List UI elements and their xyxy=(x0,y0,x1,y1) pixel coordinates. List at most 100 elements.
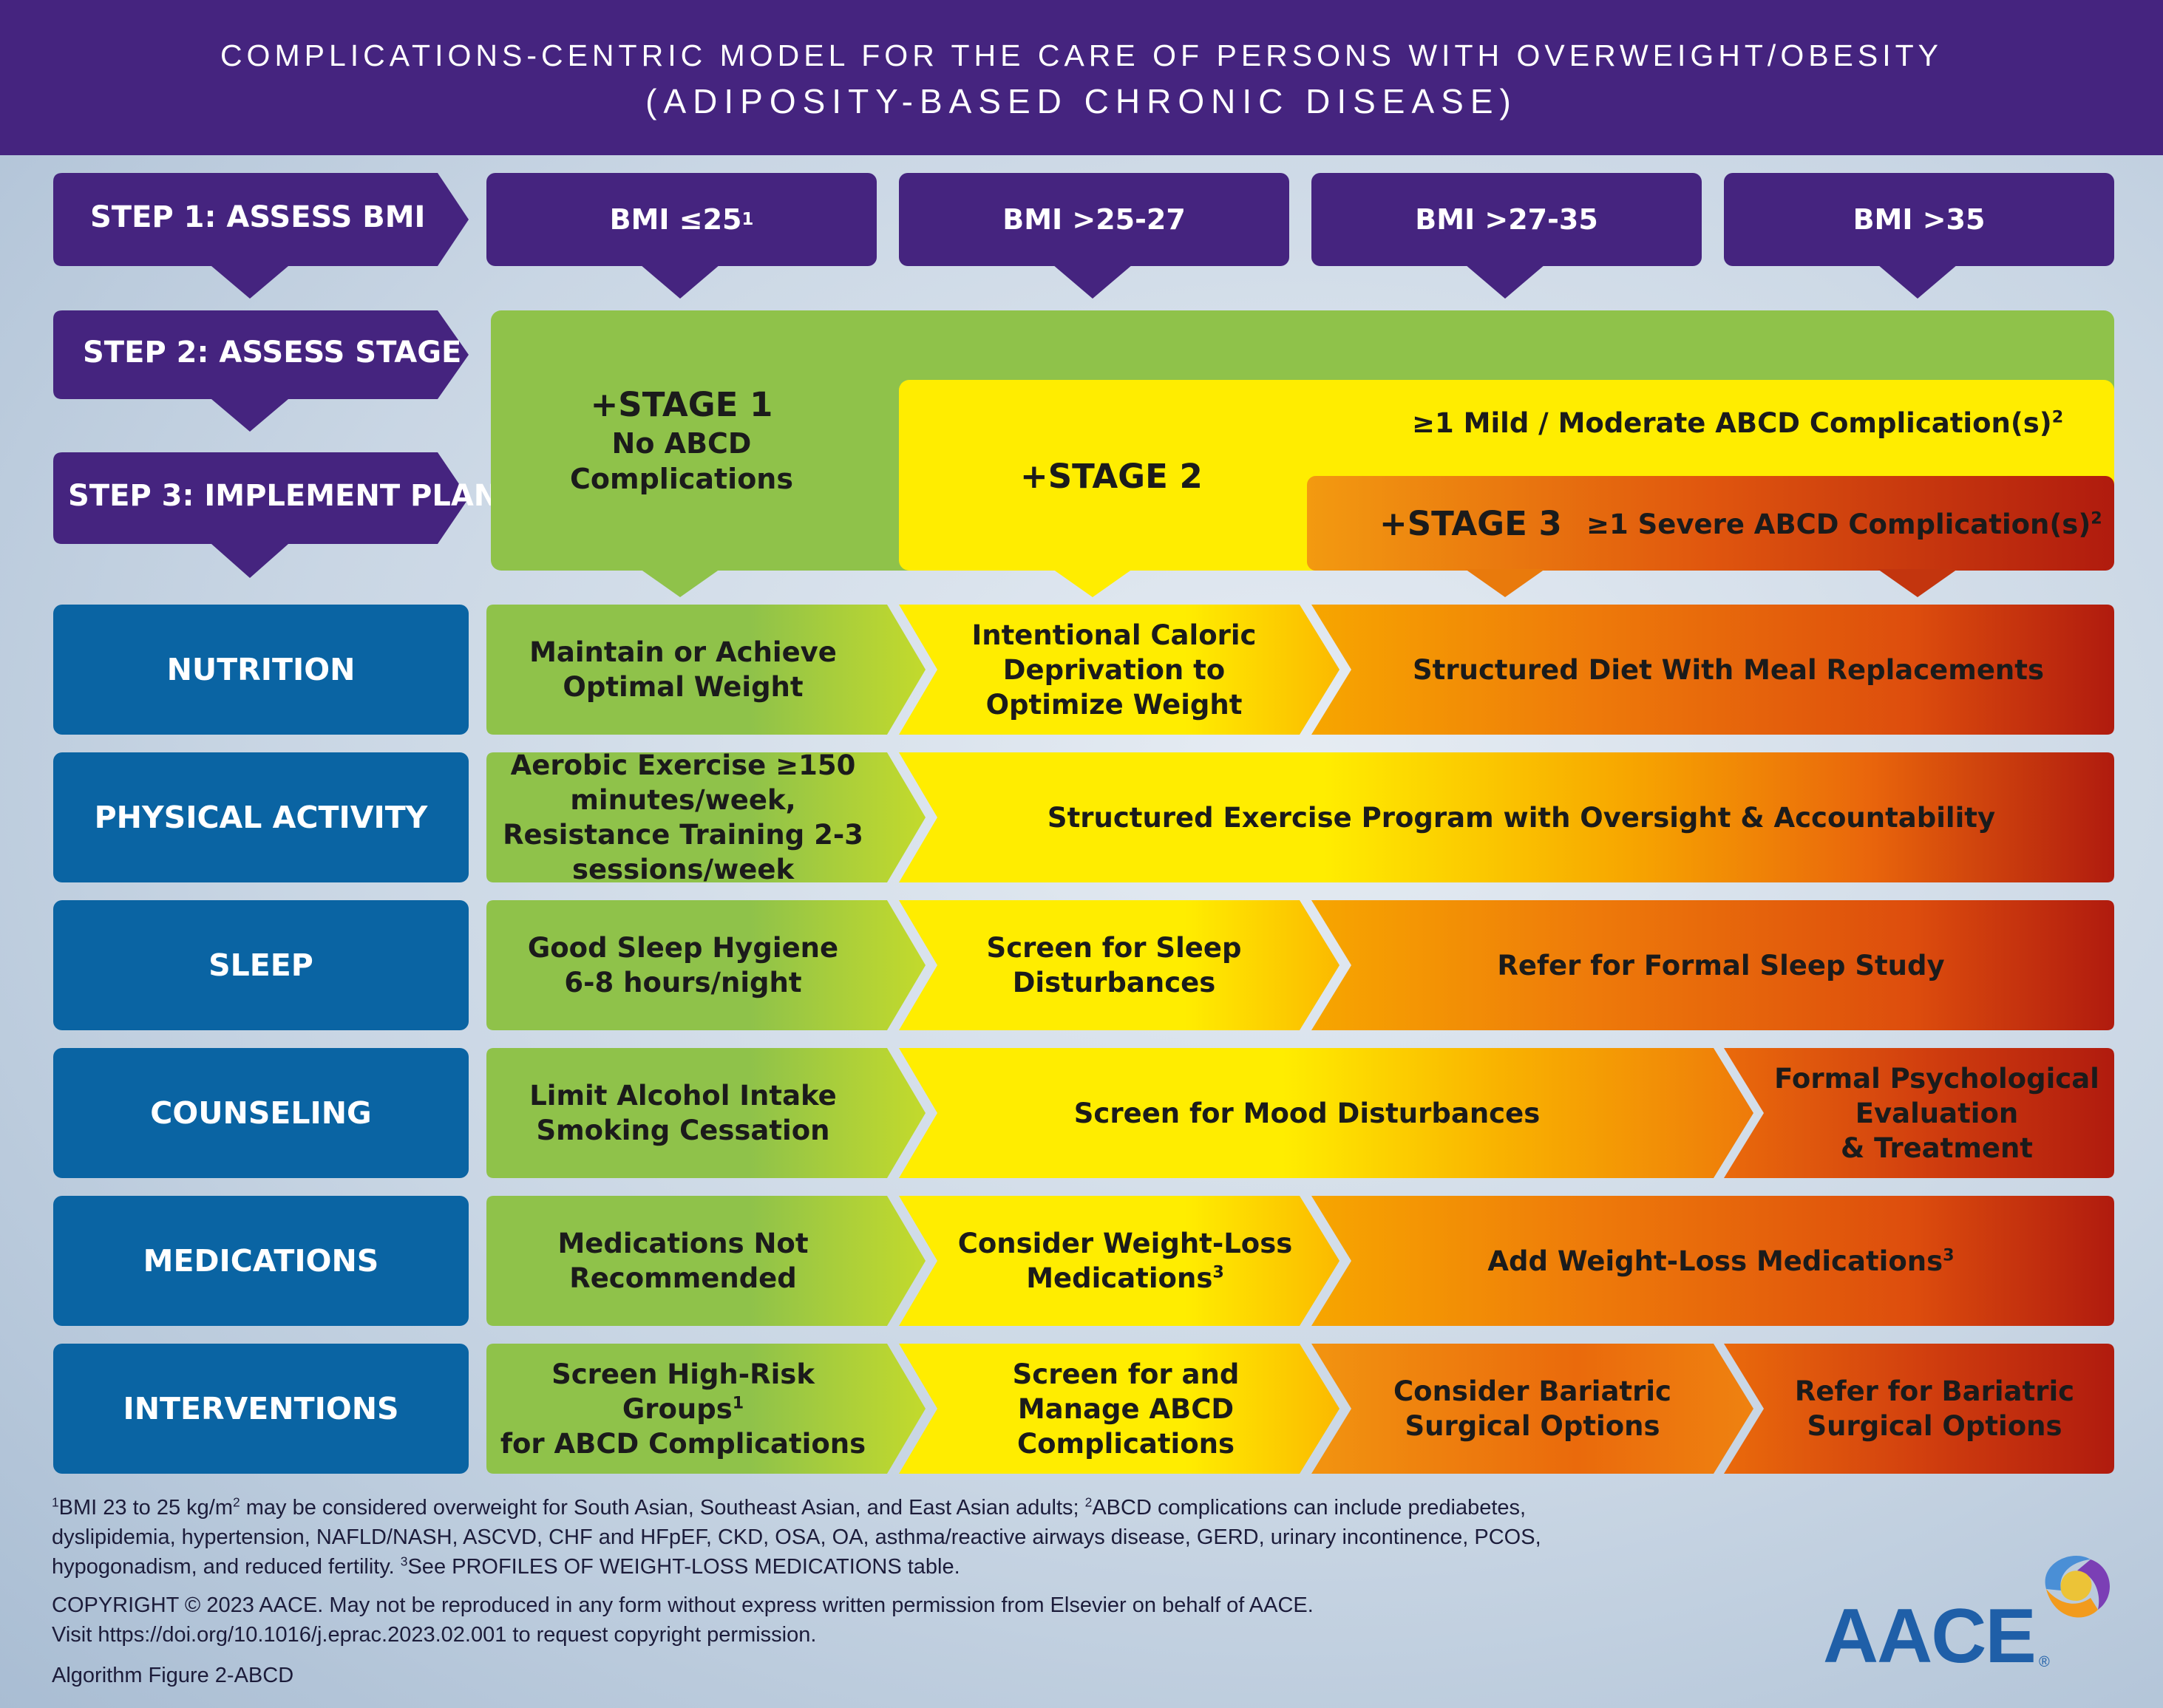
bmi-27-35-box: BMI >27-35 xyxy=(1311,173,1702,266)
bmi2-chevron xyxy=(1053,265,1133,299)
counseling-label: COUNSELING xyxy=(53,1048,469,1178)
stage3-chevron-b xyxy=(1878,569,1957,597)
sleep-label: SLEEP xyxy=(53,900,469,1030)
medications-green-text: Medications Not Recommended xyxy=(557,1228,809,1294)
footnote-line-2: dyslipidemia, hypertension, NAFLD/NASH, … xyxy=(52,1525,1541,1549)
nutrition-orange-shape xyxy=(1311,605,2114,735)
stage3-desc-sup: 2 xyxy=(2091,508,2102,528)
stage1-chevron xyxy=(640,569,720,597)
sleep-green-l1: Good Sleep Hygiene xyxy=(527,932,839,964)
stage3-desc: ≥1 Severe ABCD Complication(s)2 xyxy=(1586,508,2102,540)
copyright-line-1: COPYRIGHT © 2023 AACE. May not be reprod… xyxy=(52,1593,1314,1617)
medications-orange-sup: 3 xyxy=(1943,1245,1955,1265)
copyright-block: COPYRIGHT © 2023 AACE. May not be reprod… xyxy=(52,1590,1752,1650)
aace-logo-text: AACE xyxy=(1823,1593,2037,1679)
bmi-25-27-box: BMI >25-27 xyxy=(899,173,1289,266)
footnotes: 1BMI 23 to 25 kg/m2 may be considered ov… xyxy=(52,1493,1752,1582)
counseling-wide-shape xyxy=(899,1048,1753,1178)
nutrition-green-shape xyxy=(486,605,926,735)
stage2-chevron xyxy=(1053,569,1133,597)
aace-logo: AACE ® xyxy=(1823,1545,2133,1678)
stage1-title: +STAGE 1 xyxy=(590,385,773,424)
interventions-orange-shape xyxy=(1311,1344,1753,1474)
counseling-green-text: Limit Alcohol Intake Smoking Cessation xyxy=(491,1048,875,1178)
bmi3-chevron xyxy=(1465,265,1545,299)
fn1-b: may be considered overweight for South A… xyxy=(240,1496,1085,1520)
stage1-desc-l1: No ABCD xyxy=(611,427,752,460)
interventions-green-shape xyxy=(486,1344,926,1474)
stage1-desc-l2: Complications xyxy=(570,463,793,495)
nutrition-green-text: Maintain or Achieve Optimal Weight xyxy=(529,636,837,703)
interventions-yellow-shape xyxy=(899,1344,1339,1474)
step3-shape xyxy=(53,452,469,578)
footnote-line-3: hypogonadism, and reduced fertility. 3Se… xyxy=(52,1552,1752,1582)
aace-logo-mark-icon xyxy=(2045,1555,2111,1618)
interventions-green-text: Screen High-Risk Groups1 for ABCD Compli… xyxy=(491,1344,875,1474)
interventions-red-shape xyxy=(1724,1344,2114,1474)
aace-logo-registered: ® xyxy=(2039,1654,2050,1670)
sleep-orange-text: Refer for Formal Sleep Study xyxy=(1497,949,1945,981)
counseling-red-shape xyxy=(1724,1048,2114,1178)
step3-label: STEP 3: IMPLEMENT PLAN xyxy=(68,479,499,513)
bmi-25-27-label: BMI >25-27 xyxy=(1002,203,1186,236)
nutrition-label: NUTRITION xyxy=(53,605,469,735)
interventions-label: INTERVENTIONS xyxy=(53,1344,469,1474)
interventions-yellow-text: Screen for and Manage ABCD Complications xyxy=(1012,1358,1240,1460)
bmi-le25-label: BMI ≤25 xyxy=(609,203,742,236)
medications-yellow-text: Consider Weight-Loss Medications3 xyxy=(926,1196,1325,1326)
fn2-mark: 2 xyxy=(1084,1494,1093,1510)
stage3-chevron-a xyxy=(1465,569,1545,597)
counseling-green-l1: Limit Alcohol Intake xyxy=(529,1080,837,1112)
fn1-a-sup: 2 xyxy=(233,1494,240,1510)
nutrition-yellow-shape xyxy=(899,605,1339,735)
counseling-red-l3: & Treatment xyxy=(1841,1132,2033,1164)
sleep-yellow-text: Screen for Sleep Disturbances xyxy=(986,932,1242,998)
step1-shape xyxy=(53,173,469,299)
interventions-green-sup: 1 xyxy=(732,1393,744,1413)
sleep-yellow-shape xyxy=(899,900,1339,1030)
title-line-1: COMPLICATIONS-CENTRIC MODEL FOR THE CARE… xyxy=(220,38,1943,72)
fn1-a: BMI 23 to 25 kg/m xyxy=(58,1496,233,1520)
bmi1-chevron xyxy=(640,265,720,299)
fn2-a: ABCD complications can include prediabet… xyxy=(1092,1496,1527,1520)
nutrition-orange-text: Structured Diet With Meal Replacements xyxy=(1413,653,2044,686)
interventions-red-text: Refer for Bariatric Surgical Options xyxy=(1794,1375,2075,1442)
activity-wide-shape xyxy=(899,752,2114,882)
counseling-green-shape xyxy=(486,1048,926,1178)
counseling-red-text: Formal Psychological Evaluation & Treatm… xyxy=(1759,1048,2114,1178)
medications-yellow-shape xyxy=(899,1196,1339,1326)
stage3-area xyxy=(1307,476,2114,571)
copyright-line-2: Visit https://doi.org/10.1016/j.eprac.20… xyxy=(52,1623,817,1647)
bmi-gt35-label: BMI >35 xyxy=(1853,203,1986,236)
stage2-desc-sup: 2 xyxy=(2051,407,2064,427)
bmi-gt35-box: BMI >35 xyxy=(1724,173,2114,266)
medications-orange-shape xyxy=(1311,1196,2114,1326)
step2-label: STEP 2: ASSESS STAGE xyxy=(83,336,462,370)
stage2-desc-text: ≥1 Mild / Moderate ABCD Complication(s) xyxy=(1412,407,2052,439)
title-banner: COMPLICATIONS-CENTRIC MODEL FOR THE CARE… xyxy=(0,0,2163,155)
interventions-orange-text: Consider Bariatric Surgical Options xyxy=(1393,1375,1671,1442)
interventions-green-l1: Screen High-Risk Groups xyxy=(551,1358,815,1425)
activity-green-text: Aerobic Exercise ≥150 minutes/week, Resi… xyxy=(503,749,863,885)
stage3-title: +STAGE 3 xyxy=(1379,504,1562,543)
counseling-green-l2: Smoking Cessation xyxy=(536,1115,830,1146)
stage2-title: +STAGE 2 xyxy=(1020,457,1203,496)
fn3-text: See PROFILES OF WEIGHT-LOSS MEDICATIONS … xyxy=(407,1555,960,1579)
bmi-27-35-label: BMI >27-35 xyxy=(1415,203,1598,236)
step2-shape xyxy=(53,310,469,432)
counseling-wide-text: Screen for Mood Disturbances xyxy=(1073,1097,1541,1129)
footnote-line-1: 1BMI 23 to 25 kg/m2 may be considered ov… xyxy=(52,1493,1752,1522)
medications-orange-label: Add Weight-Loss Medications xyxy=(1487,1245,1943,1277)
sleep-green-shape xyxy=(486,900,926,1030)
medications-orange-text: Add Weight-Loss Medications3 xyxy=(1351,1196,2091,1326)
bmi4-chevron xyxy=(1878,265,1957,299)
sleep-orange-shape xyxy=(1311,900,2114,1030)
medications-yellow-label: Consider Weight-Loss Medications xyxy=(957,1228,1293,1294)
sleep-green-l2: 6-8 hours/night xyxy=(564,967,802,998)
fn-line3: hypogonadism, and reduced fertility. xyxy=(52,1555,401,1579)
medications-yellow-sup: 3 xyxy=(1212,1262,1224,1282)
